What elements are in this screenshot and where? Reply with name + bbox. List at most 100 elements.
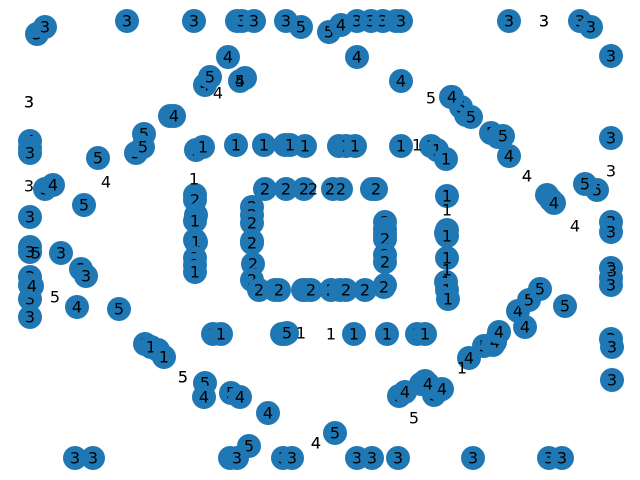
node-circle [435,246,459,270]
node-label: 3 [25,144,35,163]
node-circle [599,44,623,68]
node-circle [18,240,42,264]
free-label: 4 [235,72,245,91]
node-label: 5 [244,437,254,456]
node-label: 2 [247,234,257,253]
node-circle [72,193,96,217]
node-circle [18,205,42,229]
node-label: 5 [535,280,545,299]
node-circle [74,264,98,288]
node-circle [228,69,252,93]
graph-node: 3 [599,44,623,68]
node-circle [389,134,413,158]
node-circle [256,401,280,425]
node-label: 5 [466,108,476,127]
graph-node: 5 [107,297,131,321]
node-label: 5 [205,68,215,87]
node-circle [435,184,459,208]
node-label: 5 [580,175,590,194]
free-label: 3 [606,162,616,181]
node-circle [497,9,521,33]
node-label: 3 [287,449,297,468]
free-label: 3 [539,12,549,31]
node-circle [461,446,485,470]
node-label: 1 [285,136,295,155]
graph-node: 5 [198,65,222,89]
node-label: 4 [72,298,82,317]
node-label: 4 [27,277,37,296]
free-label: 5 [409,409,419,428]
node-label: 4 [336,16,346,35]
graph-node: 3 [81,446,105,470]
free-label: 3 [24,93,34,112]
graph-node: 2 [240,231,264,255]
node-circle [491,124,515,148]
node-label: 3 [575,12,585,31]
node-label: 4 [169,107,179,126]
node-label: 4 [494,323,504,342]
node-label: 4 [423,375,433,394]
node-circle [18,305,42,329]
node-circle [372,275,396,299]
node-label: 3 [586,18,596,37]
node-label: 3 [25,208,35,227]
graph-node: 3 [497,9,521,33]
node-circle [225,446,249,470]
node-circle [18,141,42,165]
node-circle [342,322,366,346]
node-label: 4 [437,380,447,399]
graph-node: 1 [224,133,248,157]
free-label: 5 [178,368,188,387]
node-label: 4 [464,349,474,368]
graph-node: 1 [342,322,366,346]
graph-node: 1 [435,246,459,270]
free-label: 4 [101,173,111,192]
node-circle [41,173,65,197]
graph-node: 1 [375,322,399,346]
graph-node: 3 [18,240,42,264]
node-circle [192,385,216,409]
node-circle [434,147,458,171]
node-label: 5 [324,23,334,42]
node-label: 4 [235,388,245,407]
free-label: 5 [178,368,188,387]
graph-node: 2 [274,177,298,201]
node-label: 4 [48,176,58,195]
node-label: 4 [223,48,233,67]
node-circle [86,146,110,170]
node-circle [240,231,264,255]
node-circle [386,446,410,470]
node-label: 3 [607,371,617,390]
node-label: 2 [254,281,264,300]
graph-node: 2 [329,177,353,201]
node-label: 3 [81,267,91,286]
node-label: 5 [200,374,210,393]
graph-node: 3 [599,126,623,150]
node-label: 5 [282,324,292,343]
graph-node: 2 [364,177,388,201]
graph-node: 1 [435,224,459,248]
node-label: 1 [420,325,430,344]
graph-node: 3 [600,368,624,392]
graph-node: 4 [440,85,464,109]
node-circle [600,335,624,359]
node-circle [183,209,207,233]
node-label: 3 [40,18,50,37]
node-circle [600,368,624,392]
node-label: 5 [330,424,340,443]
graph-node: 3 [389,9,413,33]
node-label: 1 [146,338,156,357]
node-circle [440,85,464,109]
node-circle [115,9,139,33]
node-label: 2 [299,180,309,199]
node-label: 5 [235,72,245,91]
free-label: 4 [570,217,580,236]
node-label: 3 [25,290,35,309]
node-circle [228,385,252,409]
node-circle [542,191,566,215]
free-label: 5 [426,89,436,108]
node-circle [329,13,353,37]
node-label: 5 [456,98,466,117]
node-circle [275,321,299,345]
node-circle [553,294,577,318]
